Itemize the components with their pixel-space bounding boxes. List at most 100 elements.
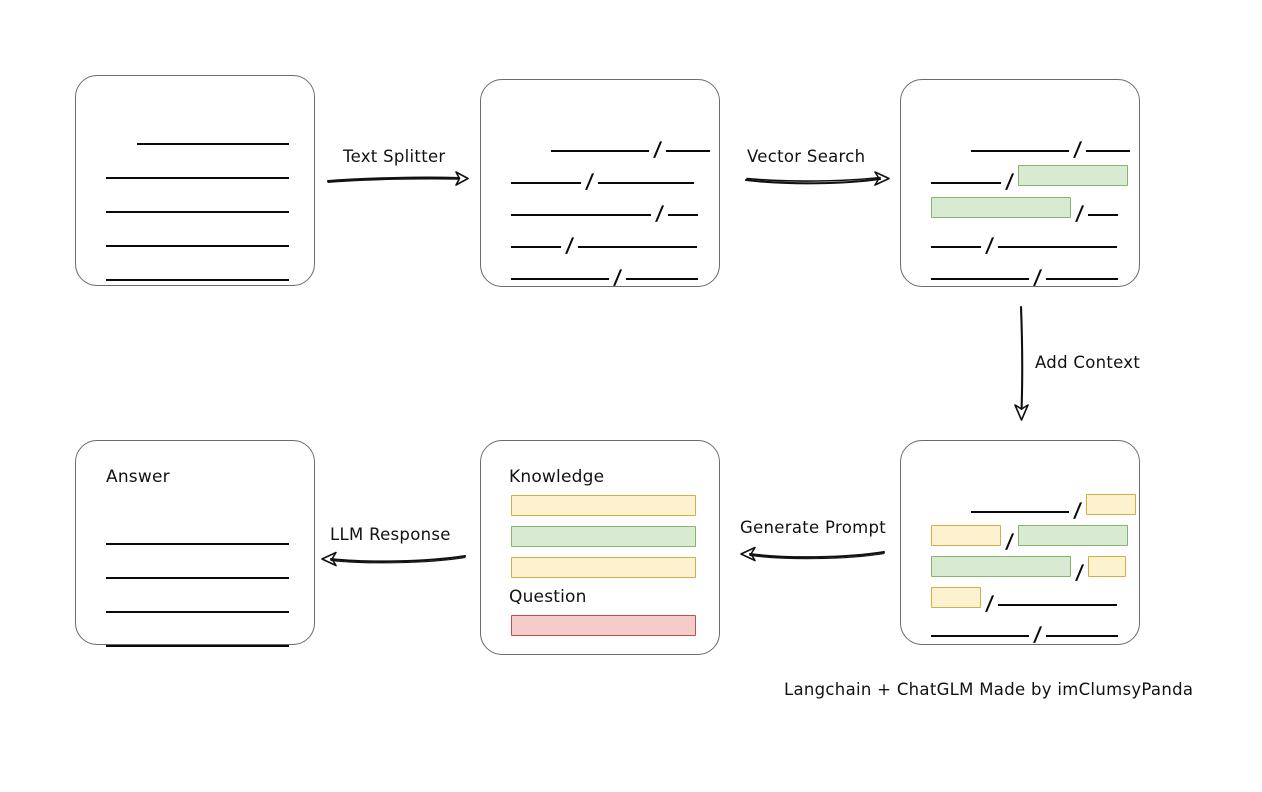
llm-response-arrow: [321, 551, 467, 567]
document-line: /: [511, 162, 696, 193]
text-underline: [598, 182, 694, 184]
text-underline: [666, 150, 710, 152]
text-underline: [106, 177, 289, 179]
text-underline: [931, 182, 1001, 184]
green-content-bar: [511, 526, 696, 547]
slash-separator: /: [1004, 169, 1015, 193]
slash-separator: /: [564, 233, 575, 257]
answer-box[interactable]: Answer: [75, 440, 315, 647]
document-line: /: [931, 258, 1118, 289]
text-underline: [578, 246, 697, 248]
yellow-highlight-chip: [1088, 556, 1126, 577]
green-highlight-chip: [1018, 525, 1128, 546]
document-line: [106, 191, 291, 213]
text-underline: [931, 635, 1029, 637]
edge-label-llm-response: LLM Response: [330, 525, 451, 544]
edge-label-vector-search: Vector Search: [747, 147, 866, 166]
text-underline: [1046, 635, 1118, 637]
text-underline: [1086, 150, 1130, 152]
text-underline: [971, 511, 1069, 513]
knowledge-heading: Knowledge: [509, 467, 605, 487]
text-underline: [511, 182, 581, 184]
slash-separator: /: [584, 169, 595, 193]
text-underline: [106, 279, 289, 281]
slash-separator: /: [1004, 529, 1015, 553]
text-underline: [626, 278, 698, 280]
document-line: /: [931, 553, 1126, 584]
yellow-highlight-chip: [931, 525, 1001, 546]
document-line: [106, 591, 291, 613]
slash-separator: /: [1072, 498, 1083, 522]
document-line: /: [931, 615, 1118, 646]
slash-separator: /: [654, 201, 665, 225]
green-highlight-chip: [931, 197, 1071, 218]
text-underline: [931, 278, 1029, 280]
text-underline: [511, 246, 561, 248]
text-splitter-arrow: [326, 171, 469, 186]
document-line: [106, 259, 291, 281]
split-chunks-box[interactable]: / / / / /: [480, 79, 720, 289]
text-underline: [668, 214, 698, 216]
generated-prompt-box[interactable]: Knowledge Question: [480, 440, 720, 655]
text-underline: [998, 246, 1117, 248]
green-highlight-chip: [1018, 165, 1128, 186]
slash-separator: /: [1032, 265, 1043, 289]
edge-label-add-context: Add Context: [1035, 353, 1141, 372]
document-line: [106, 557, 291, 579]
text-underline: [971, 150, 1069, 152]
edge-label-text-splitter: Text Splitter: [343, 147, 446, 166]
slash-separator: /: [1074, 201, 1085, 225]
green-highlight-chip: [931, 556, 1071, 577]
slash-separator: /: [984, 233, 995, 257]
text-underline: [137, 143, 289, 145]
answer-heading: Answer: [106, 467, 170, 487]
document-line: /: [931, 194, 1118, 225]
document-line: [106, 225, 291, 247]
text-underline: [1088, 214, 1118, 216]
question-heading: Question: [509, 587, 587, 607]
text-underline: [511, 278, 609, 280]
slash-separator: /: [984, 591, 995, 615]
edge-label-generate-prompt: Generate Prompt: [740, 518, 886, 537]
yellow-highlight-chip: [1086, 494, 1136, 515]
add-context-arrow: [1014, 305, 1029, 421]
slash-separator: /: [1072, 137, 1083, 161]
slash-separator: /: [1032, 622, 1043, 646]
slash-separator: /: [612, 265, 623, 289]
document-line: [106, 157, 291, 179]
footer-credit: Langchain + ChatGLM Made by imClumsyPand…: [784, 680, 1194, 699]
yellow-highlight-chip: [931, 587, 981, 608]
document-line: /: [931, 162, 1128, 193]
document-line: /: [511, 130, 710, 161]
yellow-content-bar: [511, 495, 696, 516]
text-underline: [1046, 278, 1118, 280]
text-underline: [931, 246, 981, 248]
document-line: [106, 123, 291, 145]
slash-separator: /: [652, 137, 663, 161]
document-line: [106, 523, 291, 545]
generate-prompt-arrow: [740, 546, 886, 562]
text-underline: [998, 604, 1117, 606]
text-underline: [106, 543, 289, 545]
vector-search-arrow: [744, 171, 890, 186]
document-line: [106, 625, 291, 647]
slash-separator: /: [1074, 560, 1085, 584]
text-underline: [106, 611, 289, 613]
document-line: /: [931, 130, 1130, 161]
document-line: /: [931, 522, 1128, 553]
source-document-box[interactable]: [75, 75, 315, 286]
text-underline: [106, 211, 289, 213]
document-line: /: [511, 258, 698, 289]
context-chunks-box[interactable]: / / / / /: [900, 440, 1140, 646]
text-underline: [511, 214, 651, 216]
yellow-content-bar: [511, 557, 696, 578]
text-underline: [551, 150, 649, 152]
document-line: /: [931, 491, 1136, 522]
vector-matches-box[interactable]: / / / / /: [900, 79, 1140, 289]
document-line: /: [931, 226, 1117, 257]
document-line: /: [511, 194, 698, 225]
text-underline: [106, 245, 289, 247]
document-line: /: [511, 226, 697, 257]
text-underline: [106, 577, 289, 579]
